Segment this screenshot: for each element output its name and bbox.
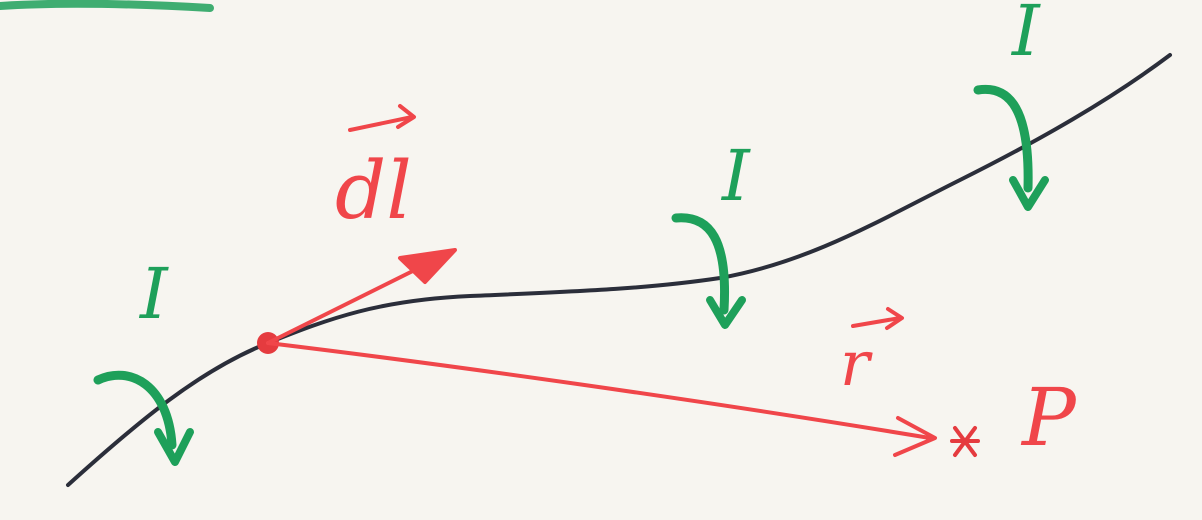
current-label-2: I bbox=[720, 135, 751, 217]
circulation-arrow-2 bbox=[671, 213, 746, 329]
dl-vector-arrow bbox=[266, 248, 457, 345]
current-label-1: I bbox=[138, 253, 169, 335]
dl-label: dl bbox=[335, 104, 416, 237]
point-label: P bbox=[1020, 371, 1077, 464]
current-label-3: I bbox=[1010, 0, 1041, 72]
wire-curve bbox=[66, 53, 1172, 487]
circulation-arrow-1 bbox=[93, 370, 194, 466]
circulation-arrow-3 bbox=[973, 84, 1049, 211]
r-label: r bbox=[840, 307, 904, 400]
dl-label-text: dl bbox=[335, 144, 412, 237]
r-vector-arrow bbox=[266, 341, 937, 457]
observation-point-star bbox=[950, 426, 980, 457]
r-label-text: r bbox=[840, 327, 873, 400]
green-corner-stroke bbox=[0, 0, 214, 12]
